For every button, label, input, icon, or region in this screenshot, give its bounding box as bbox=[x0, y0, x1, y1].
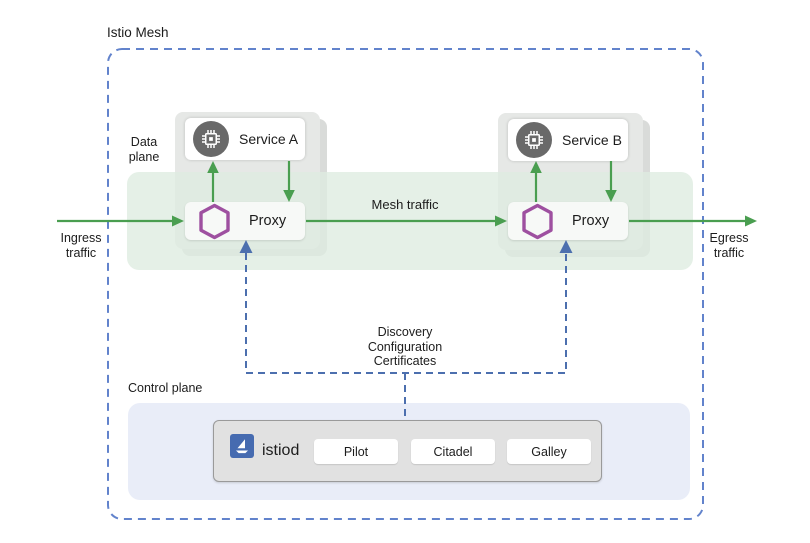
microchip-icon bbox=[193, 121, 229, 157]
data-plane-label: Data plane bbox=[128, 135, 160, 164]
istio-sailboat-icon bbox=[230, 434, 254, 458]
istiod-node: istiod Pilot Citadel Galley bbox=[213, 420, 602, 482]
istiod-component-galley: Galley bbox=[507, 439, 591, 464]
control-plane-label: Control plane bbox=[128, 381, 203, 395]
service-a-node: Service A bbox=[185, 118, 305, 160]
istiod-label: istiod bbox=[262, 442, 300, 459]
istiod-component-pilot: Pilot bbox=[314, 439, 398, 464]
envoy-hexagon-icon bbox=[198, 203, 231, 240]
service-a-label: Service A bbox=[239, 131, 299, 147]
mesh-traffic-label: Mesh traffic bbox=[371, 197, 439, 212]
proxy-b-label: Proxy bbox=[572, 213, 610, 229]
proxy-a-label: Proxy bbox=[249, 213, 287, 229]
proxy-a-node: Proxy bbox=[185, 202, 305, 240]
envoy-hexagon-icon bbox=[521, 203, 554, 240]
control-channel-label: Discovery Configuration Certificates bbox=[367, 325, 443, 368]
ingress-traffic-label: Ingress traffic bbox=[60, 231, 102, 260]
service-b-node: Service B bbox=[508, 119, 628, 161]
proxy-b-node: Proxy bbox=[508, 202, 628, 240]
service-b-label: Service B bbox=[562, 132, 622, 148]
istiod-component-citadel: Citadel bbox=[411, 439, 495, 464]
microchip-icon bbox=[516, 122, 552, 158]
mesh-title: Istio Mesh bbox=[107, 25, 169, 40]
egress-traffic-label: Egress traffic bbox=[709, 231, 749, 260]
